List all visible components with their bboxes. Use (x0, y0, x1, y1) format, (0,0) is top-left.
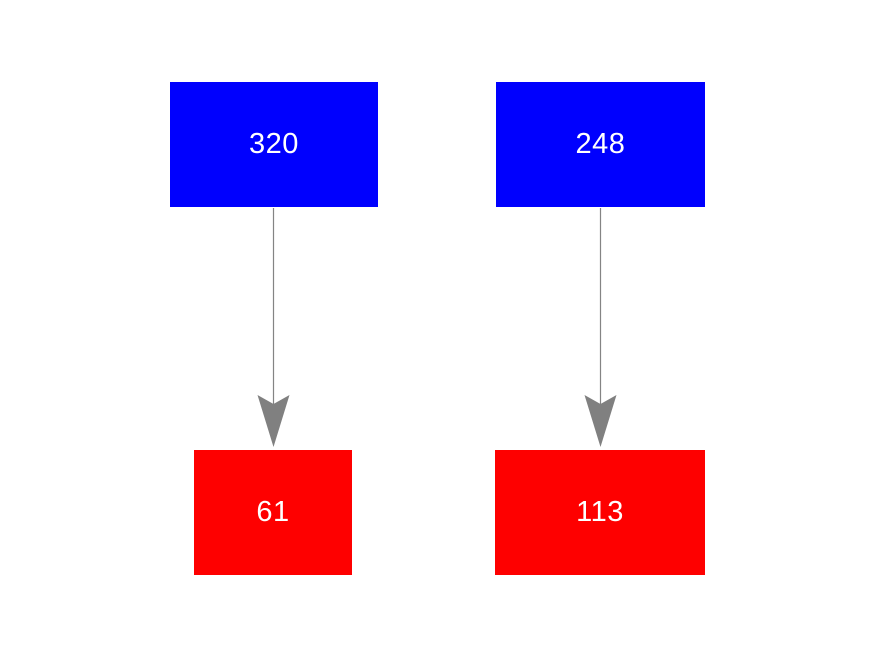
arrow-head-icon (584, 395, 617, 447)
arrow-248-to-113 (584, 208, 617, 447)
arrow-320-to-61 (257, 208, 290, 447)
node-label: 320 (249, 128, 299, 160)
node-label: 113 (576, 496, 624, 528)
node-target-61: 61 (194, 450, 352, 575)
node-label: 248 (575, 128, 626, 160)
node-source-248: 248 (496, 82, 705, 207)
node-label: 61 (256, 496, 290, 528)
arrow-head-icon (257, 395, 290, 447)
node-target-113: 113 (495, 450, 705, 575)
node-source-320: 320 (170, 82, 378, 207)
